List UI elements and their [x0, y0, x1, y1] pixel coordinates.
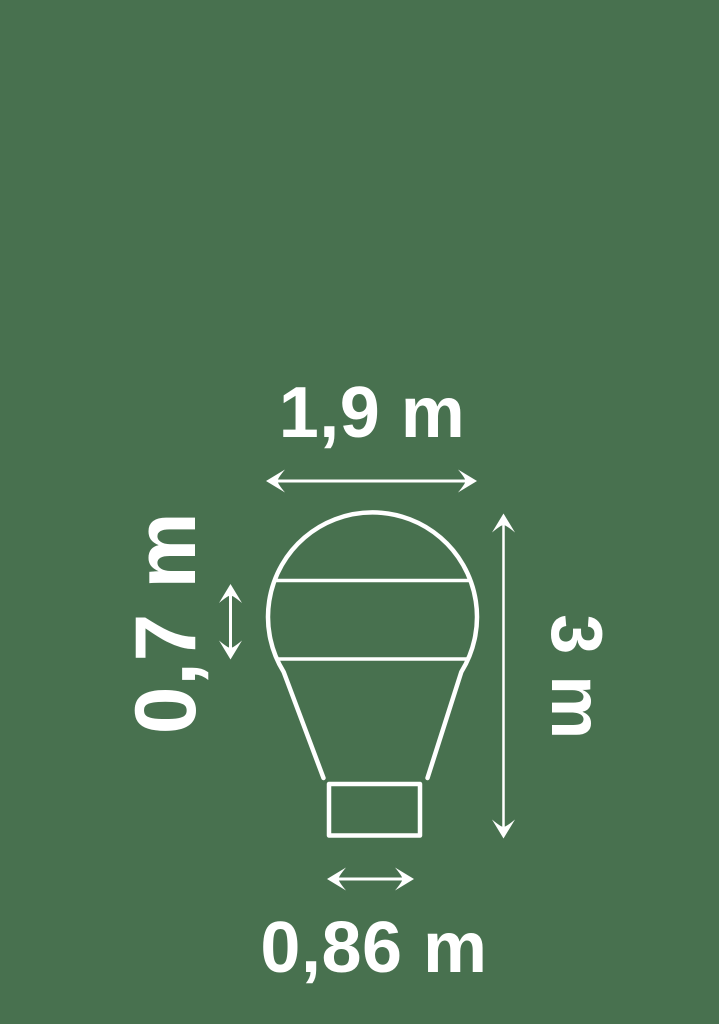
basket-dimension-arrow [327, 867, 414, 891]
basket-width-label: 0,86 m [260, 908, 488, 988]
band-dimension-arrow [219, 584, 242, 660]
balloon-width-label: 1,9 m [278, 373, 466, 453]
width-dimension-arrow [266, 469, 477, 493]
balloon-envelope-outline [265, 510, 480, 781]
height-dimension-arrow [492, 513, 515, 839]
basket-outline [326, 781, 423, 838]
total-height-label: 3 m [536, 614, 616, 740]
band-height-label: 0,7 m [118, 511, 214, 735]
